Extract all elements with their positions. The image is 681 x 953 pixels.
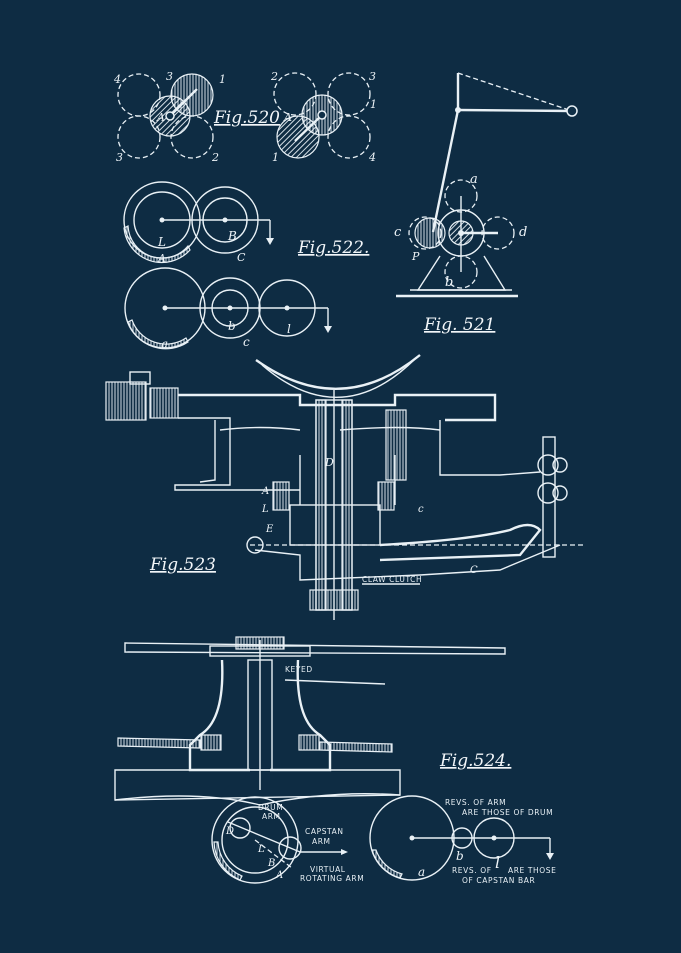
fig520-label: A: [283, 111, 292, 124]
revs-note: REVS. OF ARM: [445, 798, 506, 807]
fig-523: D A L E C c CLAW CLUTCH Fig.523: [105, 354, 585, 620]
revs-note: ARE THOSE OF DRUM: [462, 808, 553, 817]
fig-523-caption: Fig.523: [149, 555, 216, 575]
fig522-label: B: [227, 229, 237, 243]
revs-note: ARE THOSE: [508, 866, 557, 875]
fig521-label: d: [519, 225, 527, 240]
fig523-label: C: [470, 565, 478, 576]
fig520-label: 2: [211, 151, 219, 164]
fig520-label: 3: [369, 70, 376, 83]
fig520-label: A: [156, 111, 165, 124]
keyed-note: KEYED: [285, 665, 313, 674]
fig522-label: C: [237, 251, 246, 264]
fig523-label: D: [324, 456, 334, 469]
virtual-arm-note: ROTATING ARM: [300, 874, 364, 883]
fig521-label: a: [470, 172, 478, 187]
revs-note: REVS. OF: [452, 866, 492, 875]
fig-520: 4 3 1 A 3 2 2 1 3 A 1 4 Fig.520: [113, 70, 377, 164]
fig520-label: 3: [116, 151, 123, 164]
fig524-label: b: [456, 849, 464, 863]
claw-clutch-note: CLAW CLUTCH: [362, 575, 422, 584]
fig522-label: b: [228, 319, 236, 333]
fig522-label: l: [287, 322, 291, 336]
fig524-label: A: [275, 870, 283, 881]
fig524-label: D: [225, 826, 234, 837]
fig523-label: E: [265, 524, 274, 535]
fig-522-caption: Fig.522.: [297, 238, 369, 258]
capstan-arm-note: CAPSTAN: [305, 827, 344, 836]
fig524-label: a: [418, 865, 425, 879]
drum-arm-note: ARM: [262, 812, 281, 821]
fig-522: L B A C a b c l Fig.522.: [123, 181, 369, 351]
fig524-label: B: [267, 858, 275, 869]
fig-524: KEYED D L B A DRUM ARM CAPSTAN ARM VIRTU…: [114, 636, 557, 885]
fig520-label: 1: [272, 151, 279, 164]
fig521-label: b: [445, 275, 453, 290]
fig524-label: l: [495, 853, 500, 872]
fig523-label: A: [261, 486, 269, 497]
fig524-label: L: [257, 844, 265, 855]
fig522-label: a: [161, 337, 168, 351]
fig520-label: 3: [166, 70, 173, 83]
capstan-arm-note: ARM: [312, 837, 331, 846]
fig-521: a c d P b Fig. 521: [394, 72, 578, 335]
fig520-label: 1: [370, 98, 377, 111]
fig-521-caption: Fig. 521: [423, 315, 495, 335]
fig520-label: 4: [368, 151, 376, 164]
fig520-label: 2: [270, 70, 278, 83]
fig523-label: L: [261, 504, 269, 515]
fig523-label: c: [418, 504, 424, 515]
virtual-arm-note: VIRTUAL: [310, 865, 346, 874]
fig521-label: P: [411, 250, 420, 263]
fig522-label: A: [157, 252, 166, 265]
fig-520-caption: Fig.520: [213, 108, 280, 128]
revs-note: OF CAPSTAN BAR: [462, 876, 535, 885]
fig521-label: c: [394, 225, 402, 240]
fig-524-caption: Fig.524.: [439, 751, 511, 771]
fig520-label: 4: [113, 73, 121, 86]
fig522-label: L: [157, 235, 166, 249]
drum-arm-note: DRUM: [258, 803, 283, 812]
fig520-label: 1: [219, 73, 226, 86]
fig522-label: c: [243, 335, 250, 349]
